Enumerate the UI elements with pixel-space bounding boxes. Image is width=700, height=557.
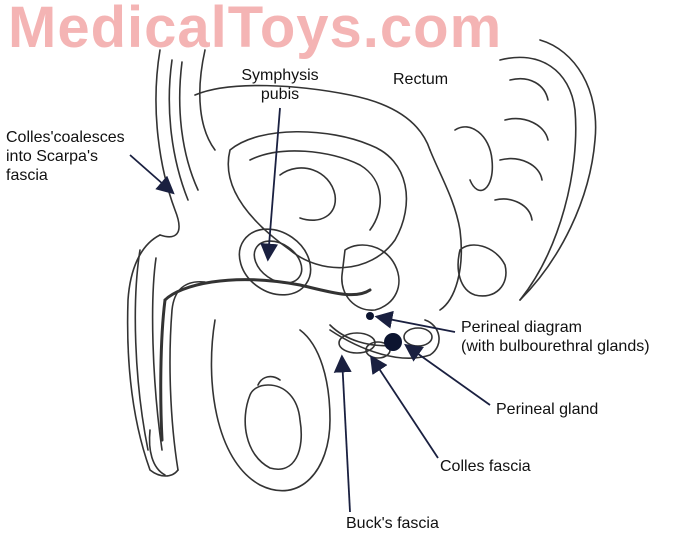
label-rectum: Rectum (393, 71, 449, 88)
label-colles-coalesces: Colles'coalesces into Scarpa's fascia (6, 129, 125, 184)
perineal-gland-pointer (404, 343, 491, 406)
watermark-logo: MedicalToys.com (8, 0, 503, 60)
label-colles-fascia: Colles fascia (440, 458, 531, 475)
symphysis-pointer (260, 107, 281, 262)
perineal-gland-marker (384, 333, 402, 351)
label-perineal-diagram: Perineal diagram (with bulbourethral gla… (461, 319, 650, 355)
bucks-fascia-pointer (333, 354, 352, 513)
colles-coalesces-pointer (129, 154, 175, 195)
label-bucks-fascia: Buck's fascia (346, 515, 439, 532)
label-symphysis-pubis: Symphysis pubis (241, 67, 319, 103)
bulbourethral-gland-marker (366, 312, 374, 320)
label-perineal-gland: Perineal gland (496, 401, 599, 418)
colles-fascia-pointer (370, 354, 439, 459)
perineal-diagram-pointer (374, 310, 456, 333)
